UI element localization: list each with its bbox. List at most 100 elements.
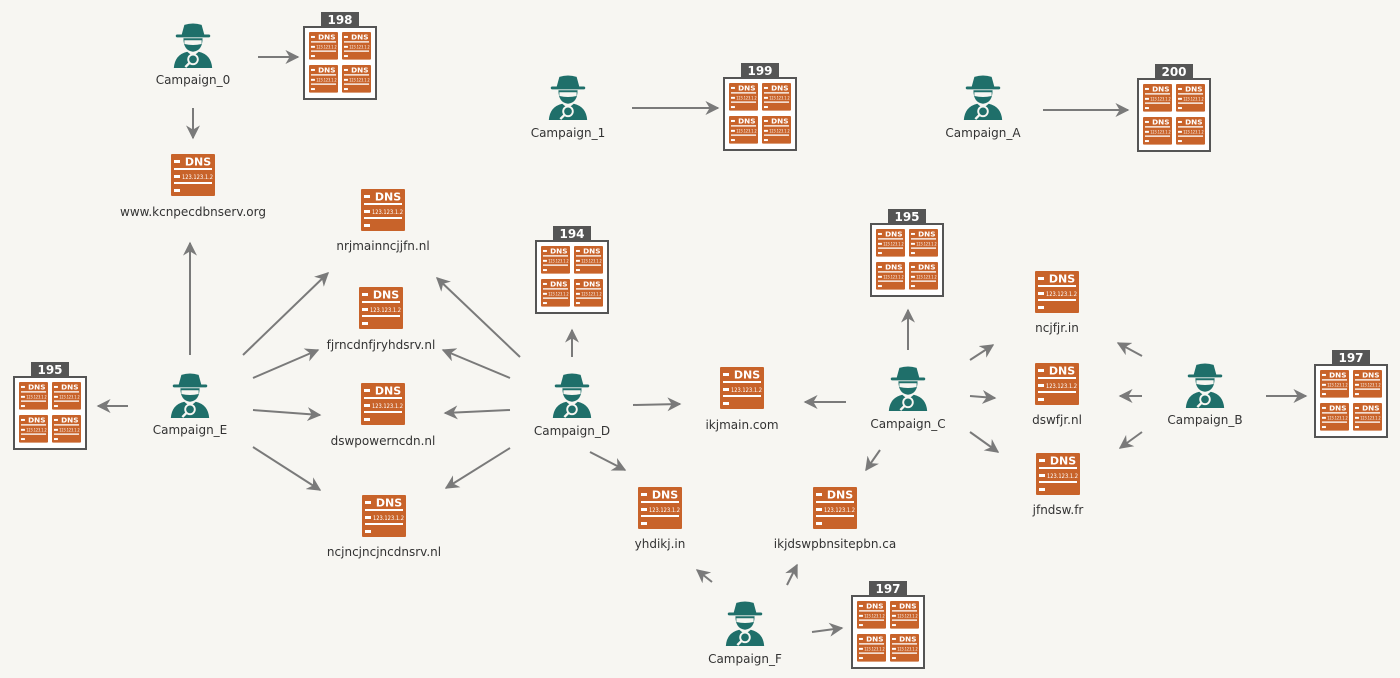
dns-cluster-node[interactable]: DNS123.123.1.2DNS123.123.1.2DNS123.123.1… [870, 209, 944, 297]
campaign-node[interactable]: Campaign_D [534, 372, 610, 438]
dns-icon-bar [763, 125, 790, 127]
dns-icon-bar [1177, 135, 1204, 137]
dns-icon-bar [877, 242, 882, 245]
dns-icon-bar [1177, 97, 1182, 100]
dns-icon-body [857, 634, 886, 662]
dns-icon-bar [1354, 393, 1359, 396]
dns-icon-bar [20, 433, 47, 435]
campaign-node[interactable]: Campaign_0 [156, 22, 231, 87]
campaign-node[interactable]: Campaign_E [153, 372, 228, 437]
dns-icon-bar [364, 404, 370, 407]
campaign-label: Campaign_C [870, 417, 945, 431]
dns-icon-bar [763, 129, 768, 132]
dns-icon-title: DNS [583, 247, 600, 256]
dns-icon-body [541, 279, 570, 307]
dns-icon-ip: 123.123.1.2 [59, 394, 80, 399]
campaign-node[interactable]: Campaign_1 [531, 74, 606, 140]
dns-icon-title: DNS [373, 289, 399, 302]
dns-cluster-node[interactable]: DNS123.123.1.2DNS123.123.1.2DNS123.123.1… [851, 581, 925, 669]
dns-cluster-node[interactable]: DNS123.123.1.2DNS123.123.1.2DNS123.123.1… [535, 226, 609, 314]
dns-cluster-node[interactable]: DNS123.123.1.2DNS123.123.1.2DNS123.123.1… [303, 12, 377, 100]
dns-icon-bar [364, 397, 402, 399]
dns-icon-title: DNS [771, 84, 788, 93]
dns-icon-bar [877, 232, 882, 235]
dns-icon-bar [20, 391, 47, 393]
dns-icon-bar [20, 385, 25, 388]
dns-cluster-node[interactable]: DNS123.123.1.2DNS123.123.1.2DNS123.123.1… [1314, 350, 1388, 438]
dns-icon-ip: 123.123.1.2 [1183, 129, 1204, 134]
dns-icon-bar [1321, 393, 1326, 396]
dns-icon-bar [1039, 488, 1045, 491]
dns-icon-ip: 123.123.1.2 [769, 128, 790, 133]
campaign-label: Campaign_E [153, 423, 228, 437]
dns-icon-body [729, 83, 758, 111]
dns-icon-bar [364, 217, 402, 219]
campaign-node[interactable]: Campaign_F [708, 600, 782, 666]
dns-icon-bar [575, 292, 580, 295]
dns-icon-body [1036, 453, 1080, 495]
domain-label: yhdikj.in [635, 537, 686, 551]
dns-icon-bar [362, 301, 400, 303]
dns-icon-body [52, 415, 81, 443]
dns-icon-bar [575, 297, 602, 299]
dns-icon-bar [816, 493, 822, 496]
domain-label: ncjfjr.in [1035, 321, 1079, 335]
count-badge [741, 63, 779, 78]
dns-icon-bar [891, 614, 896, 617]
dns-icon-bar [310, 35, 315, 38]
dns-icon-title: DNS [885, 263, 902, 272]
dns-icon-ip: 123.123.1.2 [581, 258, 602, 263]
dns-icon-bar [575, 269, 580, 272]
cluster-count: 200 [1161, 65, 1186, 79]
dns-icon-bar [877, 285, 882, 288]
dns-cluster-node[interactable]: DNS123.123.1.2DNS123.123.1.2DNS123.123.1… [13, 362, 87, 450]
dns-icon-bar [723, 373, 729, 376]
dns-icon-bar [858, 610, 885, 612]
campaign-node[interactable]: Campaign_C [870, 365, 946, 431]
dns-icon-bar [816, 501, 854, 503]
dns-icon-ip: 123.123.1.2 [26, 394, 47, 399]
dns-icon-bar [343, 50, 370, 52]
hacker-spy-icon [962, 74, 1004, 120]
dns-icon-bar [910, 271, 937, 273]
edge-arrow [785, 563, 798, 586]
dns-icon-bar [53, 391, 80, 393]
dns-icon-bar [174, 182, 212, 184]
dns-icon-bar [641, 515, 679, 517]
dns-icon-bar [1038, 292, 1044, 295]
campaign-node[interactable]: Campaign_A [945, 74, 1021, 140]
campaign-node[interactable]: Campaign_B [1167, 362, 1243, 427]
dns-icon-title: DNS [61, 416, 78, 425]
dns-icon-bar [1038, 384, 1044, 387]
dns-icon-bar [365, 523, 403, 525]
dns-icon-bar [730, 129, 735, 132]
dns-icon-bar [877, 275, 882, 278]
dns-icon-bar [1144, 140, 1149, 143]
count-badge [31, 362, 69, 377]
dns-cluster-node[interactable]: DNS123.123.1.2DNS123.123.1.2DNS123.123.1… [1137, 64, 1211, 152]
dns-icon-bar [343, 83, 370, 85]
edge-arrow [242, 272, 330, 356]
dns-cluster-node[interactable]: DNS123.123.1.2DNS123.123.1.2DNS123.123.1… [723, 63, 797, 151]
campaign-label: Campaign_1 [531, 126, 606, 140]
